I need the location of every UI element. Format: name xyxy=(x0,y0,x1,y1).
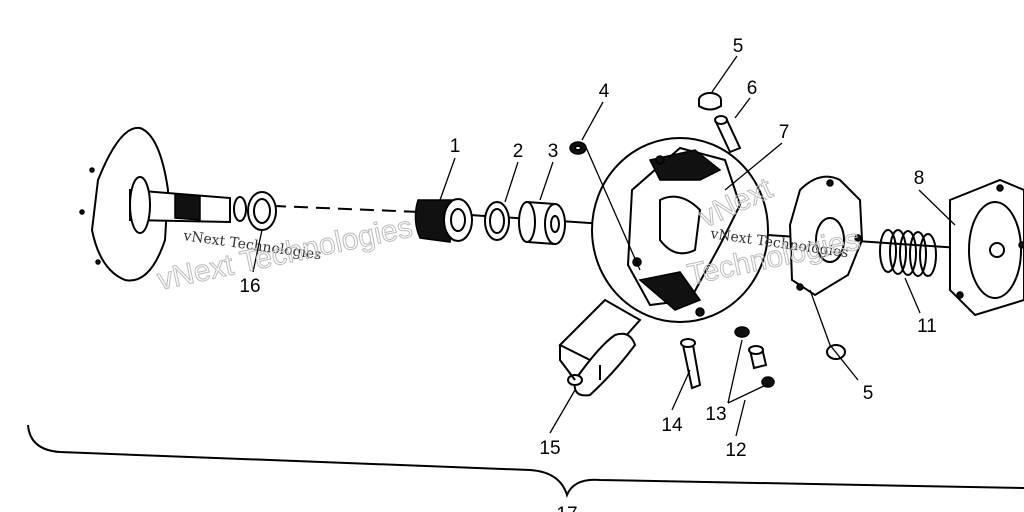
leader-lines xyxy=(252,55,956,437)
part-8-cover xyxy=(949,178,1024,317)
part-3-spacer xyxy=(518,200,566,246)
part-1-bushing xyxy=(414,198,473,243)
part-16-washer xyxy=(247,191,277,231)
part-7-spider xyxy=(788,175,864,297)
callout-4: 4 xyxy=(599,81,610,102)
watermark-outline-left: vNext Technologies xyxy=(155,211,416,297)
callout-6: 6 xyxy=(747,78,758,99)
callout-15: 15 xyxy=(539,438,560,459)
callout-13: 13 xyxy=(705,404,726,425)
part-13-washer xyxy=(734,326,768,370)
part-12-nut xyxy=(761,376,775,388)
callout-8: 8 xyxy=(914,168,925,189)
part-14-screw xyxy=(680,338,702,390)
callout-5-top: 5 xyxy=(733,36,744,57)
callout-3: 3 xyxy=(548,141,559,162)
assembly-axis xyxy=(249,204,421,213)
part-5-cap-top xyxy=(698,92,722,111)
callout-17: 17 xyxy=(556,504,577,512)
part-15-button xyxy=(558,298,642,397)
callout-1: 1 xyxy=(450,136,461,157)
callout-16: 16 xyxy=(239,276,260,297)
callout-12: 12 xyxy=(725,440,746,461)
part-11-spring xyxy=(879,229,937,277)
part-stationary-sheave xyxy=(79,126,247,282)
callout-5-bottom: 5 xyxy=(863,383,874,404)
part-6-pin xyxy=(714,115,742,154)
callout-7: 7 xyxy=(779,122,790,143)
part-movable-sheave xyxy=(591,137,769,323)
callout-2: 2 xyxy=(513,141,524,162)
callout-14: 14 xyxy=(661,415,683,436)
part-2-ring xyxy=(484,201,510,241)
callout-11: 11 xyxy=(917,316,937,337)
bracket-17 xyxy=(27,424,1024,498)
part-4-nut xyxy=(569,141,587,155)
